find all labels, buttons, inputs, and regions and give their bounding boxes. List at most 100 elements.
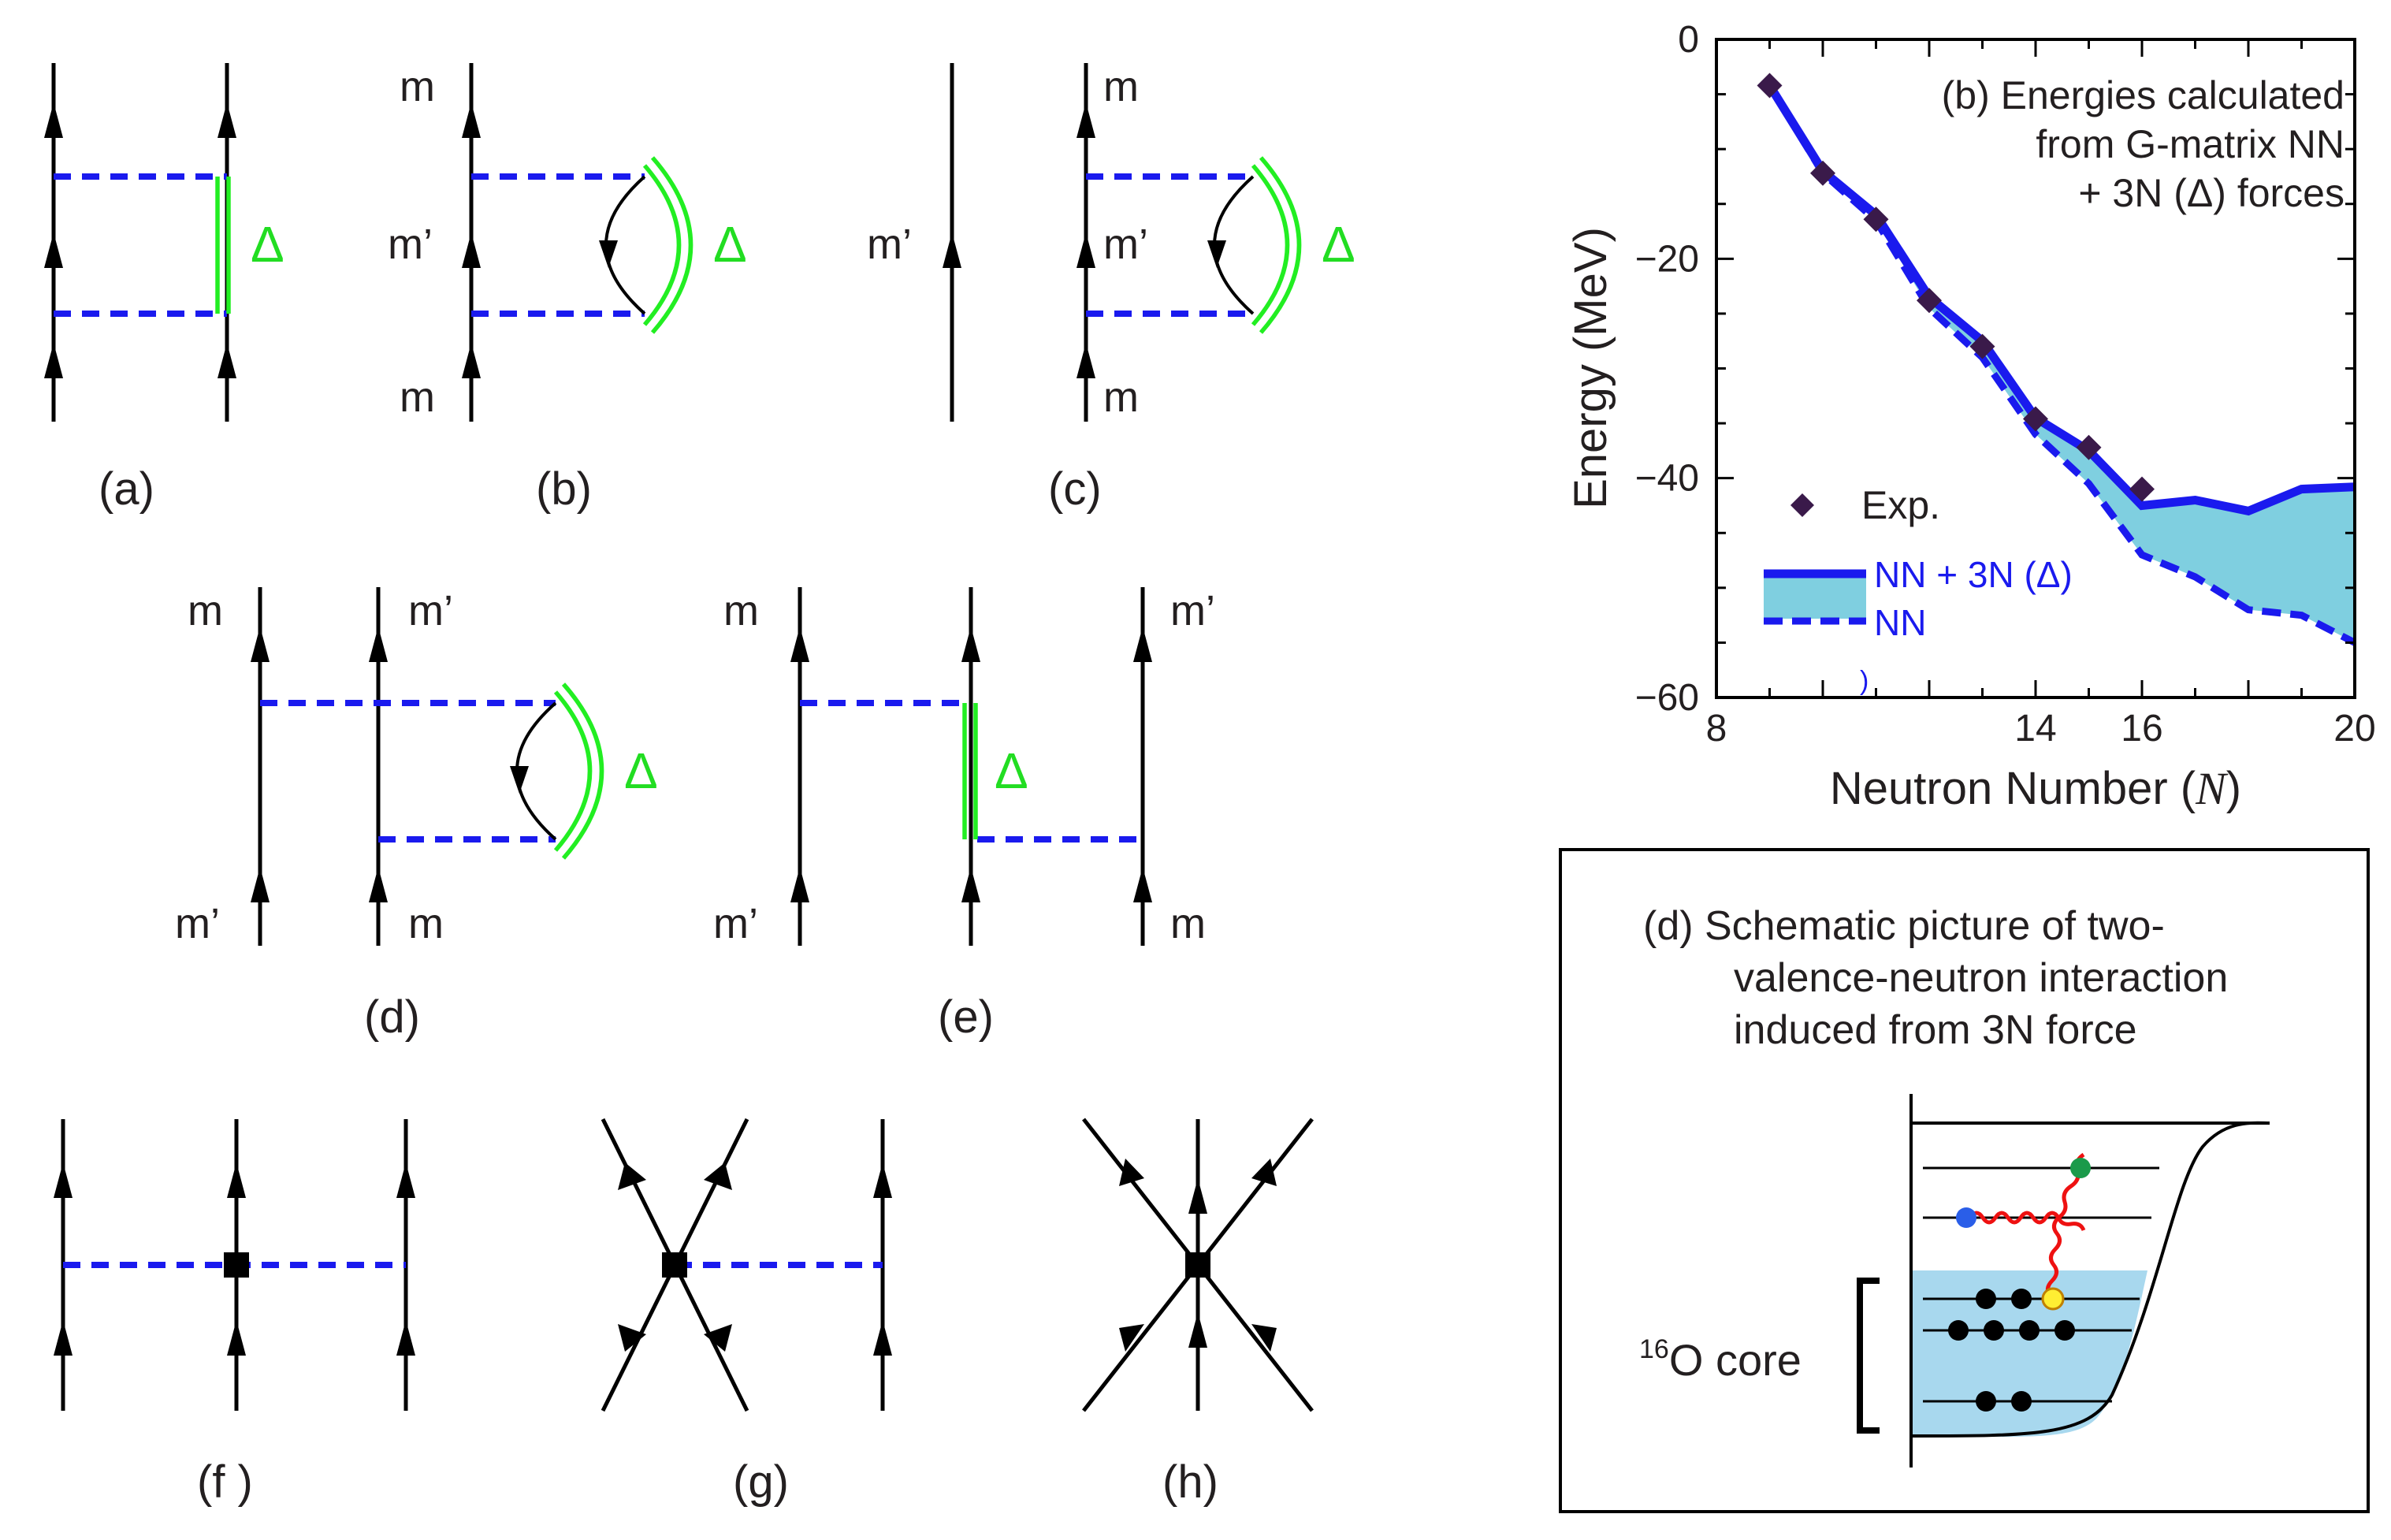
label-m-prime: m’: [713, 900, 758, 947]
potential-curve: [1910, 1121, 2270, 1438]
diagram-e: Δ m m’ m’ m (e): [713, 587, 1215, 1043]
valence-neutron-blue: [1956, 1207, 1976, 1228]
loop-arrow-icon: [599, 240, 618, 268]
y-tick-label: 0: [1678, 19, 1699, 61]
interaction-wavy: [1968, 1211, 2061, 1225]
loop-arrow-icon: [510, 766, 529, 794]
series-nn3n-line: [1765, 83, 2356, 516]
label-m-prime: m’: [1170, 587, 1215, 634]
arrow-icon: [618, 1162, 646, 1190]
arrow-icon: [1251, 1324, 1277, 1352]
label-m-prime: m’: [408, 587, 453, 634]
label-m-prime: m’: [175, 900, 220, 947]
arrow-icon: [704, 1162, 732, 1190]
x-tick-label: 8: [1706, 708, 1727, 750]
contact-vertex: [224, 1252, 249, 1278]
y-tick-label: −20: [1635, 238, 1699, 280]
schematic-panel: (d) Schematic picture of two- valence-ne…: [1559, 848, 2370, 1513]
arrow-icon: [704, 1324, 732, 1352]
label-m: m: [188, 587, 223, 634]
loop-arrow-icon: [1207, 240, 1226, 268]
interaction-wavy: [2046, 1216, 2062, 1298]
diagram-a: Δ (a): [44, 63, 284, 515]
diagram-f: (f ): [54, 1119, 415, 1508]
exp-data-point: [1863, 206, 1889, 232]
delta-label: Δ: [624, 742, 658, 799]
caption-h: (h): [1162, 1456, 1218, 1508]
exp-data-point: [1757, 73, 1783, 99]
x-axis-label: Neutron Number (N): [1830, 763, 2241, 814]
caption-f: (f ): [197, 1456, 253, 1508]
label-m-prime: m’: [867, 221, 912, 268]
caption-c: (c): [1048, 463, 1102, 515]
delta-label: Δ: [1322, 216, 1355, 273]
exp-data-point: [2076, 434, 2102, 460]
y-tick-label: −40: [1635, 458, 1699, 500]
label-m: m: [408, 900, 444, 947]
label-m-prime: m’: [388, 221, 433, 268]
delta-label: Δ: [995, 742, 1028, 799]
caption-e: (e): [938, 991, 994, 1043]
arrow-icon: [1077, 102, 1095, 378]
label-m: m: [400, 63, 435, 110]
arrow-icon: [1188, 1178, 1207, 1348]
chart-annotation-line2: from G-matrix NN: [2036, 122, 2345, 166]
legend-nn-label: NN: [1874, 602, 1926, 643]
diagram-c: Δ m’ m m’ m (c): [867, 63, 1355, 515]
x-tick-label: 14: [2014, 708, 2056, 750]
schematic-title-line3: induced from 3N force: [1734, 1007, 2137, 1053]
label-m: m: [400, 374, 435, 421]
arrow-icon: [943, 232, 961, 268]
core-nucleons: [1948, 1289, 2075, 1412]
valence-neutron-green: [2070, 1158, 2091, 1178]
arrow-icon: [1119, 1159, 1144, 1186]
label-m: m: [1170, 900, 1206, 947]
diagram-d: Δ m m’ m’ m (d): [175, 587, 658, 1043]
contact-vertex: [1185, 1252, 1210, 1278]
diagram-b: Δ m m’ m (b): [388, 63, 747, 515]
label-m: m: [1103, 63, 1139, 110]
caption-b: (b): [536, 463, 592, 515]
arrow-icon: [462, 102, 481, 378]
schematic-title-line1: (d) Schematic picture of two-: [1643, 903, 2165, 949]
delta-label: Δ: [713, 216, 747, 273]
legend-exp-label: Exp.: [1861, 483, 1940, 527]
y-tick-label: −60: [1635, 677, 1699, 719]
diagram-g: (g): [601, 1118, 892, 1508]
chart-annotation-line1: (b) Energies calculated: [1942, 73, 2345, 117]
caption-a: (a): [99, 463, 154, 515]
arrow-icon: [44, 102, 63, 378]
energy-chart: 0 −20 −40 −608 14 16 20 (b) Energies calculate…: [1565, 19, 2376, 814]
chart-legend: Exp. NN + 3N (Δ) NN ): [1764, 483, 2073, 696]
core-region: [1911, 1270, 2147, 1437]
schematic-frame: [1559, 848, 2370, 1513]
core-label: 16O core: [1639, 1334, 1802, 1385]
core-bracket: [1857, 1278, 1880, 1434]
exp-data-point: [1969, 333, 1995, 359]
exp-data-point: [1917, 288, 1942, 314]
legend-exp-marker: [1790, 493, 1814, 517]
arrow-icon: [1251, 1159, 1277, 1186]
arrow-icon: [618, 1324, 646, 1352]
legend-stray-mark: ): [1860, 666, 1869, 696]
label-m: m: [1103, 374, 1139, 421]
x-tick-label: 20: [2333, 708, 2375, 750]
exp-data-point: [2129, 476, 2155, 502]
contact-vertex: [662, 1252, 687, 1278]
core-excited-nucleon: [2041, 1287, 2065, 1311]
schematic-title-line2: valence-neutron interaction: [1734, 955, 2228, 1001]
arrow-icon: [1119, 1324, 1144, 1352]
label-m-prime: m’: [1103, 221, 1148, 268]
label-m: m: [723, 587, 759, 634]
legend-nn3n-label: NN + 3N (Δ): [1874, 554, 2073, 595]
exp-data-point: [1810, 160, 1835, 186]
x-tick-label: 16: [2121, 708, 2162, 750]
chart-annotation-line3: + 3N (Δ) forces: [2078, 171, 2345, 215]
interaction-wavy: [2056, 1216, 2086, 1232]
diagram-h: (h): [1082, 1118, 1314, 1508]
y-axis-label: Energy (MeV): [1565, 227, 1616, 509]
exp-data-point: [2023, 406, 2048, 432]
caption-d: (d): [364, 991, 420, 1043]
caption-g: (g): [733, 1456, 789, 1508]
